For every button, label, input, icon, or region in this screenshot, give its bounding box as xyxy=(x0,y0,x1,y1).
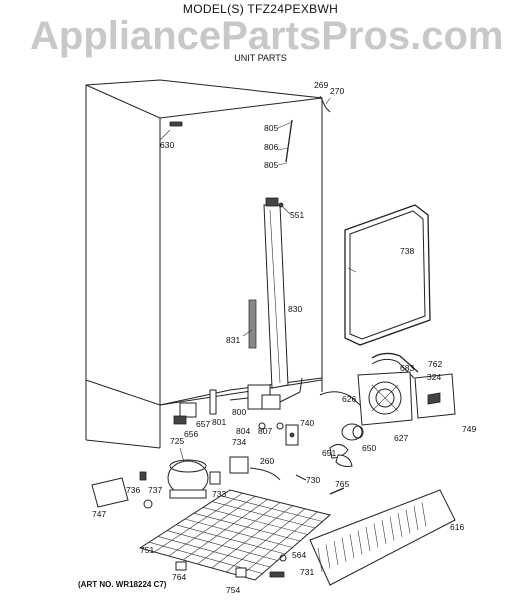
part-627 xyxy=(357,371,413,426)
part-737 xyxy=(143,499,153,509)
section-title: UNIT PARTS xyxy=(234,53,287,63)
callout-656: 656 xyxy=(184,429,198,439)
cabinet xyxy=(85,79,323,449)
callout-651: 651 xyxy=(322,448,336,458)
callout-831: 831 xyxy=(226,335,240,345)
callout-616: 616 xyxy=(450,522,464,532)
callout-683: 683 xyxy=(400,363,414,373)
callout-801: 801 xyxy=(212,417,226,427)
callout-806: 806 xyxy=(264,142,278,152)
callout-725: 725 xyxy=(170,436,184,446)
part-747 xyxy=(91,477,129,508)
part-650 xyxy=(341,423,364,441)
callout-754: 754 xyxy=(226,585,240,595)
callout-800: 800 xyxy=(232,407,246,417)
part-733 xyxy=(209,471,221,485)
callout-736: 736 xyxy=(126,485,140,495)
part-751 xyxy=(138,489,332,581)
watermark: AppliancePartsPros.com xyxy=(30,14,504,58)
callout-830: 830 xyxy=(288,304,302,314)
callout-807: 807 xyxy=(258,426,272,436)
callout-751: 751 xyxy=(140,545,154,555)
callout-260: 260 xyxy=(260,456,274,466)
part-800 xyxy=(229,377,303,410)
callout-730: 730 xyxy=(306,475,320,485)
part-806 xyxy=(277,119,293,166)
callout-804: 804 xyxy=(236,426,250,436)
callout-765: 765 xyxy=(335,479,349,489)
part-804 xyxy=(258,422,266,430)
callout-740: 740 xyxy=(300,418,314,428)
art-number: (ART NO. WR18224 C7) xyxy=(78,580,167,589)
part-656 xyxy=(173,415,187,425)
callout-650: 650 xyxy=(362,443,376,453)
callout-734: 734 xyxy=(232,437,246,447)
part-764 xyxy=(175,561,187,571)
callout-564: 564 xyxy=(292,550,306,560)
callout-626: 626 xyxy=(342,394,356,404)
callout-731: 731 xyxy=(300,567,314,577)
part-564 xyxy=(279,554,287,562)
part-616 xyxy=(309,489,456,586)
model-title: MODEL(S) TFZ24PEXBWH xyxy=(182,2,339,16)
callout-269: 269 xyxy=(314,80,328,90)
callout-551: 551 xyxy=(290,210,304,220)
part-738 xyxy=(344,204,431,346)
callout-747: 747 xyxy=(92,509,106,519)
callout-737: 737 xyxy=(148,485,162,495)
callout-805b: 805 xyxy=(264,160,278,170)
part-762 xyxy=(371,352,419,379)
callout-738: 738 xyxy=(400,246,414,256)
callout-805a: 805 xyxy=(264,123,278,133)
callout-657: 657 xyxy=(196,419,210,429)
part-626 xyxy=(319,391,361,406)
part-830 xyxy=(263,197,289,389)
callout-630: 630 xyxy=(160,140,174,150)
part-260 xyxy=(249,467,281,481)
part-740 xyxy=(285,424,299,446)
callout-324: 324 xyxy=(427,372,441,382)
part-801 xyxy=(209,389,217,415)
callout-749: 749 xyxy=(462,424,476,434)
callout-627: 627 xyxy=(394,433,408,443)
part-270 xyxy=(319,95,331,113)
part-754 xyxy=(235,567,247,578)
part-734 xyxy=(229,456,249,474)
part-736 xyxy=(139,471,147,481)
callout-762: 762 xyxy=(428,359,442,369)
callout-764: 764 xyxy=(172,572,186,582)
part-630 xyxy=(159,121,183,141)
part-651 xyxy=(329,444,353,467)
part-749 xyxy=(414,373,456,419)
part-731 xyxy=(269,571,285,578)
part-730 xyxy=(295,474,307,481)
part-765 xyxy=(329,487,345,495)
part-725 xyxy=(167,447,209,499)
part-807 xyxy=(276,422,284,430)
callout-733: 733 xyxy=(212,489,226,499)
part-831 xyxy=(242,299,257,349)
callout-270: 270 xyxy=(330,86,344,96)
part-657 xyxy=(179,402,197,418)
part-551 xyxy=(278,202,291,215)
